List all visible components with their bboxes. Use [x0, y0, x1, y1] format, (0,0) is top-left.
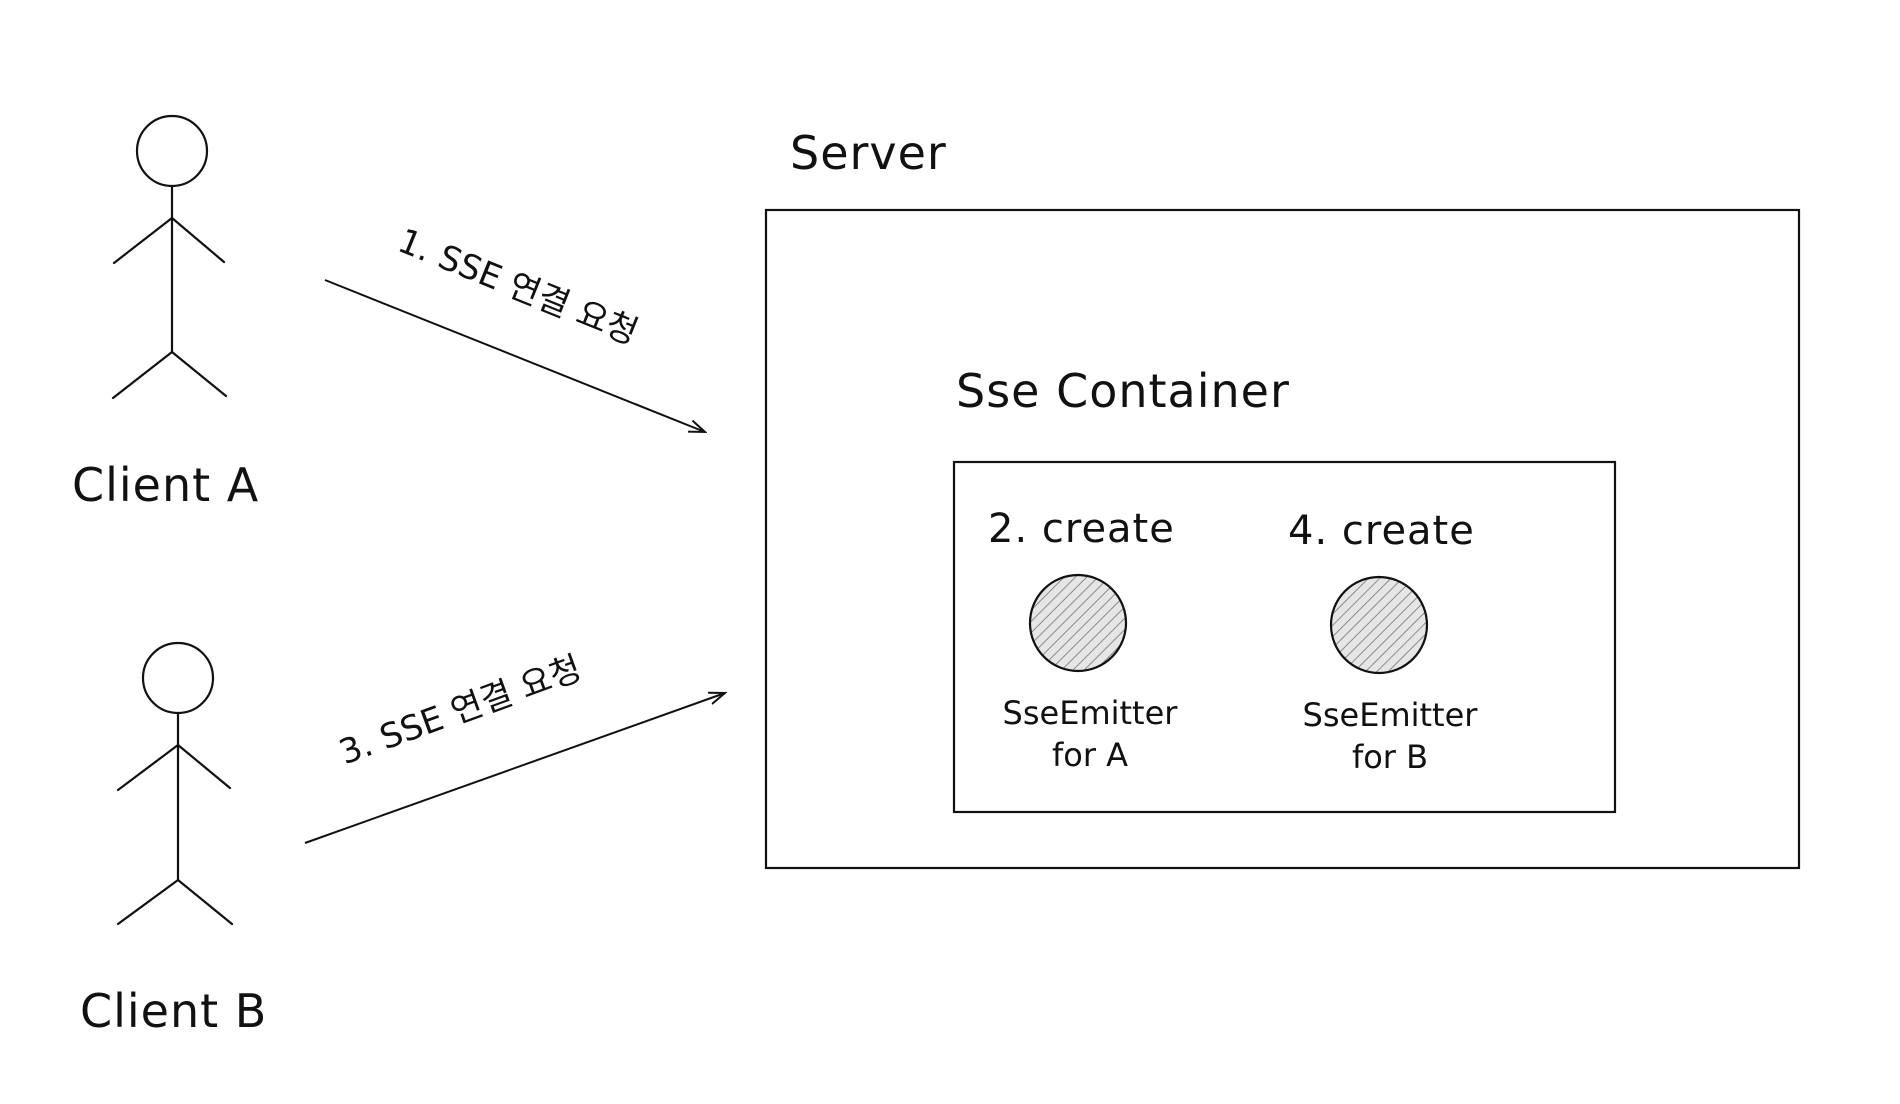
emitter-step-b: 4. create — [1288, 508, 1475, 554]
emitter-name-a: SseEmitter — [1002, 694, 1178, 732]
actor-label-client-a: Client A — [72, 458, 260, 512]
server-box — [764, 208, 1801, 870]
actor-left-leg — [116, 878, 180, 926]
container-title: Sse Container — [956, 364, 1290, 418]
actor-right-arm — [170, 216, 226, 264]
actor-right-leg — [176, 878, 234, 926]
emitter-node-a — [1028, 573, 1128, 673]
emitter-node-b — [1329, 575, 1429, 675]
edge-arrow-client-a-server — [324, 279, 705, 432]
actor-left-leg — [111, 350, 174, 400]
emitter-caption-b: SseEmitter for B — [1280, 694, 1500, 778]
actor-head — [135, 114, 209, 188]
emitter-step-a: 2. create — [988, 506, 1175, 552]
actor-figure-client-b — [116, 641, 234, 926]
actor-right-arm — [176, 743, 232, 790]
emitter-target-a: for A — [1051, 736, 1129, 774]
actor-right-leg — [170, 350, 228, 398]
emitter-name-b: SseEmitter — [1302, 696, 1478, 734]
emitter-target-b: for B — [1351, 738, 1429, 776]
actor-figure-client-a — [111, 114, 228, 400]
actor-head — [141, 641, 215, 715]
edge-arrow-client-b-server — [304, 693, 725, 844]
actor-left-arm — [116, 743, 180, 792]
emitter-caption-a: SseEmitter for A — [980, 692, 1200, 776]
actor-left-arm — [112, 216, 174, 265]
actor-label-client-b: Client B — [80, 984, 268, 1038]
container-box — [952, 460, 1617, 814]
server-title: Server — [790, 126, 947, 180]
